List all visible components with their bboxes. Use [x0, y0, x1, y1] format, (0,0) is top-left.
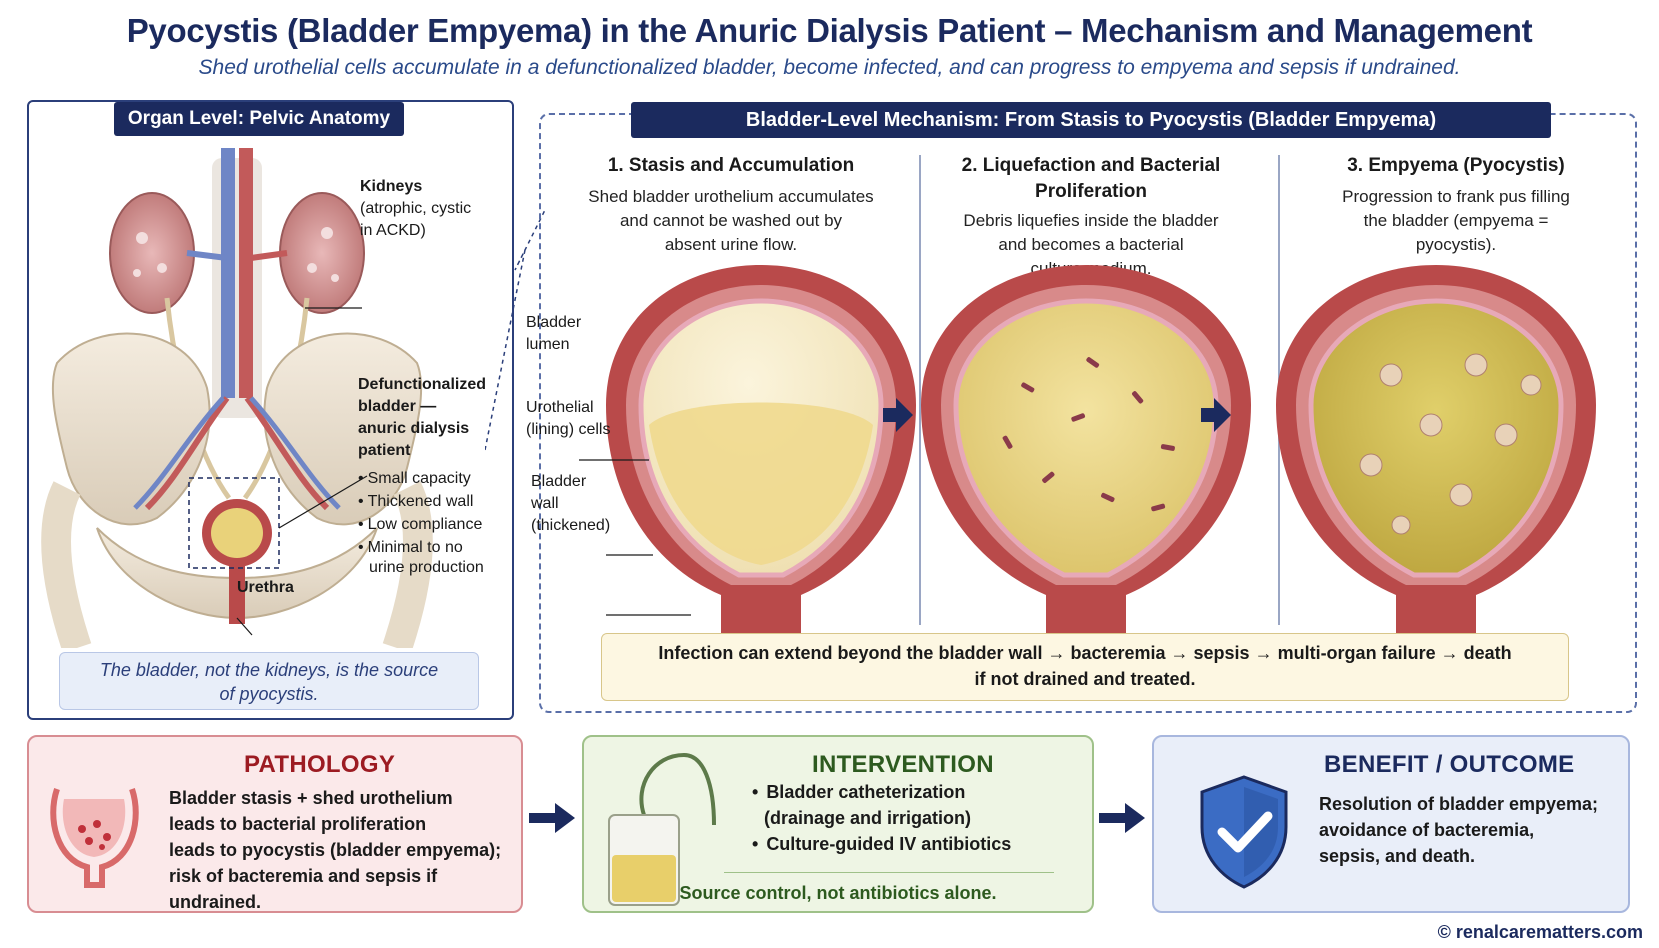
intervention-divider [724, 872, 1054, 873]
organ-panel-header: Organ Level: Pelvic Anatomy [114, 102, 404, 136]
pathology-box: PATHOLOGY Bladder stasis + shed urotheli… [27, 735, 523, 913]
mechanism-panel-header: Bladder-Level Mechanism: From Stasis to … [631, 102, 1551, 138]
benefit-title: BENEFIT / OUTCOME [1324, 751, 1575, 778]
zoom-connector [485, 210, 545, 451]
bladder-lumen-label: Bladder lumen [526, 314, 582, 353]
stage-3-title: 3. Empyema (Pyocystis) [1347, 155, 1565, 176]
intervention-list: Culture-guided IV antibiotics [752, 831, 1011, 857]
arrow-right-icon [883, 398, 913, 432]
urethra-label: Urethra [237, 579, 294, 596]
shield-check-icon [1200, 775, 1288, 889]
bladder-wall-label: Bladder wall (thickened) [531, 473, 611, 534]
list-item: Small capacity [358, 467, 482, 490]
bladder-stage-3 [1276, 265, 1596, 645]
stage-1-title: 1. Stasis and Accumulation [607, 155, 855, 176]
urothelial-cells-label: Urothelial (lining) cells [526, 399, 611, 438]
list-item: Low compliance [358, 513, 483, 536]
intervention-title: INTERVENTION [812, 751, 994, 778]
arrow-right-icon [529, 803, 575, 833]
bladder-stage-2 [921, 265, 1251, 645]
bladder-stage-1 [606, 265, 916, 645]
bladder-features-list: Small capacity Thickened wall Low compli… [358, 467, 483, 559]
bladder-label: Defunctionalized bladder — anuric dialys… [358, 376, 487, 459]
source-note: The bladder, not the kidneys, is the sou… [59, 652, 479, 710]
list-item: Minimal to no [358, 536, 482, 559]
sepsis-warning: Infection can extend beyond the bladder … [601, 633, 1569, 701]
bladder-icon [50, 788, 139, 888]
bullet-continuation: urine production [369, 559, 484, 576]
stage-divider [919, 155, 921, 625]
mechanism-panel: Bladder-Level Mechanism: From Stasis to … [526, 102, 1637, 713]
stage-1-description: Shed bladder urothelium accumulates and … [588, 187, 874, 254]
pathology-title: PATHOLOGY [244, 751, 396, 778]
list-item: Thickened wall [358, 490, 482, 513]
arrow-right-icon [1201, 398, 1231, 432]
benefit-text: Resolution of bladder empyema; avoidance… [1319, 794, 1599, 866]
kidneys-label: Kidneys (atrophic, cystic in ACKD) [360, 178, 472, 239]
bladder-stages-illustration [579, 265, 1596, 645]
intervention-list: Bladder catheterization [752, 779, 965, 805]
intervention-footer: Source control, not antibiotics alone. [679, 883, 997, 903]
drainage-bag-icon [608, 752, 716, 906]
pathology-text: Bladder stasis + shed urothelium leads t… [169, 788, 502, 912]
stage-2-title: 2. Liquefaction and Bacterial Proliferat… [961, 155, 1221, 202]
organ-panel: Organ Level: Pelvic Anatomy [27, 100, 514, 720]
intervention-item-detail: (drainage and irrigation) [764, 808, 972, 828]
stage-2-description: Debris liquefies inside the bladder and … [963, 211, 1219, 278]
intervention-box: INTERVENTION Bladder catheterization (dr… [582, 735, 1094, 913]
copyright-text: © renalcarematters.com [1437, 922, 1643, 942]
list-item: Bladder catheterization [752, 779, 965, 805]
list-item: Culture-guided IV antibiotics [752, 831, 1011, 857]
page-subtitle: Shed urothelial cells accumulate in a de… [198, 56, 1461, 79]
pelvic-anatomy-illustration [41, 148, 433, 648]
stage-3-description: Progression to frank pus filling the bla… [1342, 187, 1570, 254]
benefit-box: BENEFIT / OUTCOME Resolution of bladder … [1152, 735, 1630, 913]
page-title: Pyocystis (Bladder Empyema) in the Anuri… [126, 12, 1533, 49]
arrow-right-icon [1099, 803, 1145, 833]
